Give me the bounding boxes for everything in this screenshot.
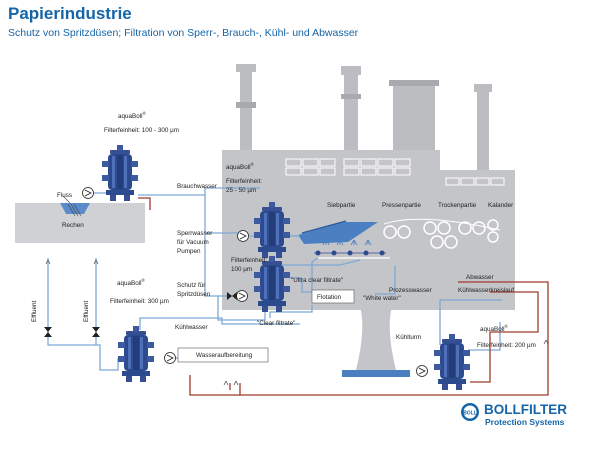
valves [44, 292, 237, 337]
effluent-right-label: Effluent [83, 301, 90, 322]
flow-arrows [45, 259, 549, 386]
white-water-label: "White water" [363, 295, 401, 302]
filter-4-product: aquaBoll® [117, 277, 146, 287]
page-subtitle: Schutz von Spritzdüsen; Filtration von S… [8, 27, 359, 39]
page-title: Papierindustrie [8, 4, 132, 23]
rechen-label: Rechen [62, 222, 84, 229]
aquaboll-filter-1-icon [102, 145, 138, 201]
flotation-label: Flotation [317, 294, 342, 301]
cooling-basin [342, 370, 410, 377]
clear-filtrate-label: "Clear filtrate" [257, 320, 295, 327]
fluss-label: Fluss [57, 192, 72, 199]
filter-1-product: aquaBoll® [118, 110, 147, 120]
spray-nozzles [322, 239, 372, 246]
schutz-label-2: Spritzdüsen [177, 291, 211, 298]
flotation-box [311, 289, 355, 304]
filter-1-spec: Filterfeinheit: 100 - 300 µm [104, 127, 179, 134]
prozesswasser-label: Prozesswasser [389, 287, 432, 294]
filter-5-spec: Filterfeinheit: 200 µm [477, 342, 536, 349]
pressenpartie-label: Pressenpartie [382, 202, 421, 209]
kuehlturm-label: Kühlturm [396, 334, 421, 341]
factory-windows [285, 158, 505, 186]
trockenpartie-label: Trockenpartie [438, 202, 477, 209]
bollfilter-logo: BOLL [461, 403, 479, 421]
sperrwasser-label-3: Pumpen [177, 248, 201, 255]
filter-3-spec-line1: Filterfeinheit: [231, 257, 267, 264]
factory-building [222, 150, 515, 310]
wastewater-pipes [138, 197, 549, 396]
ultra-clear-label: "Ultra clear filtrate" [291, 277, 343, 284]
filter-2-spec-line2: 25 - 50 µm [226, 187, 256, 194]
filter-2-spec-line1: Filterfeinheit: [226, 178, 262, 185]
filter-2-product: aquaBoll® [226, 161, 255, 171]
schutz-label-1: Schutz für [177, 282, 205, 289]
brauchwasser-label: Brauchwasser [177, 183, 217, 190]
kuehlwasser-label: Kühlwasser [175, 324, 208, 331]
brand-tagline: Protection Systems [485, 417, 565, 427]
factory-chimneys [236, 64, 492, 170]
effluent-left-label: Effluent [31, 301, 38, 322]
sperrwasser-label-1: Sperrwasser [177, 230, 212, 237]
aquaboll-filter-4-icon [118, 326, 154, 382]
filter-4-spec: Filterfeinheit: 300 µm [110, 298, 169, 305]
siebpartie-label: Siebpartie [327, 202, 356, 209]
kuehlwasserkreislauf-label: Kühlwasserkreislauf [458, 287, 514, 294]
sperrwasser-label-2: für Vacuum [177, 239, 209, 246]
filter-5-product: aquaBoll® [480, 323, 509, 333]
kalander-label: Kalander [488, 202, 513, 209]
wasseraufbereitung-label: Wasseraufbereitung [196, 352, 253, 359]
brand-name: BOLLFILTER [484, 402, 567, 417]
filter-3-spec-line2: 100 µm [231, 266, 252, 273]
svg-text:BOLL: BOLL [463, 411, 477, 417]
paper-machine [298, 218, 501, 259]
pumps [82, 187, 428, 377]
wasseraufbereitung-box [177, 347, 269, 363]
river-intake [15, 195, 145, 243]
cooling-tower [356, 306, 396, 370]
abwasser-label: Abwasser [466, 274, 494, 281]
